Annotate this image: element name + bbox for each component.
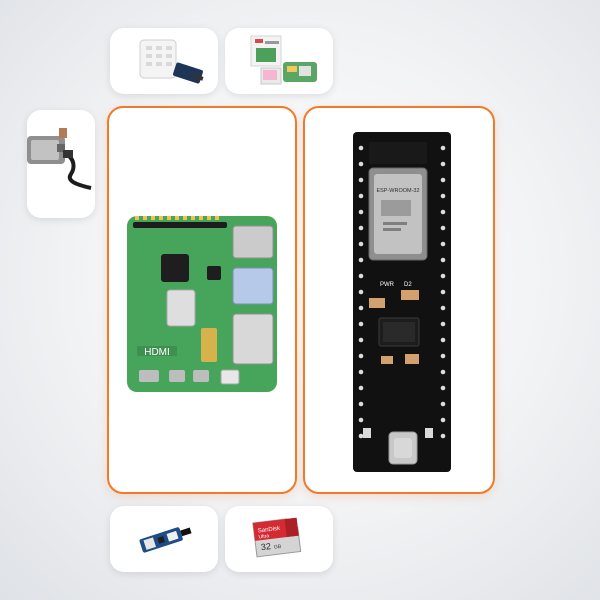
thumbnail-pi-cable[interactable]	[27, 110, 95, 218]
hdmi-label: HDMI	[144, 347, 170, 358]
thumbnail-dht-sensor[interactable]	[110, 28, 218, 94]
sensor-module-icon	[139, 527, 192, 553]
esp32-module-label: ESP-WROOM-32	[376, 188, 419, 194]
thumbnail-sd-card[interactable]: SanDisk Ultra 32 GB	[225, 506, 333, 572]
pwr-pin-label: PWR	[380, 282, 395, 288]
sd-card-icon: SanDisk Ultra 32 GB	[252, 517, 302, 558]
sd-brand-label: SanDisk	[258, 526, 282, 535]
sd-unit-label: GB	[274, 544, 283, 551]
esp32-devkit-card[interactable]: ESP-WROOM-32 PWR D2	[303, 106, 495, 494]
pi-cable-icon	[27, 128, 92, 190]
raspberry-pi-5-board-icon: HDMI	[127, 216, 277, 392]
display-kit-icon	[250, 35, 317, 85]
dht-sensor-icon	[139, 39, 204, 84]
d2-pin-label: D2	[404, 282, 412, 288]
sd-line-label: Ultra	[258, 533, 269, 540]
raspberry-pi-5-card[interactable]: HDMI	[107, 106, 297, 494]
thumbnail-display-kit[interactable]	[225, 28, 333, 94]
sd-capacity-label: 32	[260, 541, 271, 552]
esp32-devkit-icon: ESP-WROOM-32 PWR D2	[353, 132, 451, 472]
thumbnail-sensor-module[interactable]	[110, 506, 218, 572]
